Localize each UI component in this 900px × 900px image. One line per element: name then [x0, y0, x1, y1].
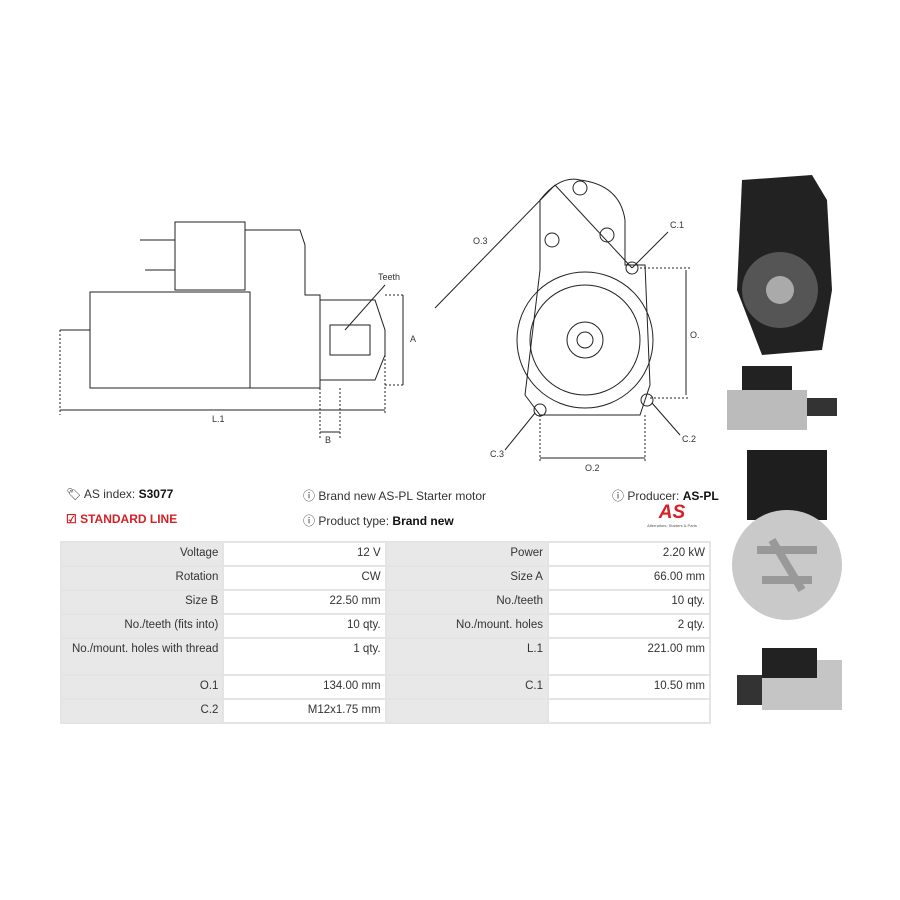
product-photos	[727, 175, 842, 710]
label-a: A	[410, 334, 416, 344]
info-icon: ⓘ	[303, 489, 316, 503]
spec-label: C.1	[384, 674, 549, 700]
as-index: 🏷︎ AS index: S3077	[66, 487, 174, 501]
spec-label: No./teeth (fits into)	[59, 613, 225, 639]
label-o3: O.3	[473, 236, 488, 246]
info-icon: ⓘ	[303, 514, 316, 528]
description: ⓘ Brand new AS-PL Starter motor	[303, 489, 486, 503]
photo-rear-view	[732, 450, 842, 620]
spec-value: M12x1.75 mm	[222, 698, 387, 724]
product-type: ⓘ Product type: Brand new	[303, 514, 454, 528]
spec-value: 22.50 mm	[222, 589, 387, 615]
spec-label: Rotation	[59, 565, 225, 591]
producer: ⓘ Producer: AS-PL	[612, 489, 719, 503]
spec-value: 221.00 mm	[546, 637, 712, 676]
spec-row: No./teeth (fits into)10 qty.No./mount. h…	[59, 613, 712, 639]
spec-label: C.2	[59, 698, 225, 724]
label-b: B	[325, 435, 331, 445]
spec-value: 2 qty.	[546, 613, 712, 639]
spec-label: No./mount. holes with thread	[59, 637, 225, 676]
spec-value: CW	[222, 565, 387, 591]
spec-label: O.1	[59, 674, 225, 700]
standard-line-badge: ☑ STANDARD LINE	[66, 512, 178, 526]
spec-label: No./teeth	[384, 589, 549, 615]
spec-label: L.1	[384, 637, 549, 676]
spec-label: No./mount. holes	[384, 613, 549, 639]
label-teeth: Teeth	[378, 272, 400, 282]
solenoid	[174, 221, 246, 291]
spec-label: Voltage	[59, 541, 225, 567]
label-c3: C.3	[490, 449, 504, 459]
label-l1: L.1	[212, 414, 225, 424]
label-o2: O.2	[585, 463, 600, 473]
technical-drawing: Teeth A B L.1 O.3 C.1 O.1 C.2 C.3 O.2	[59, 178, 700, 473]
spec-value: 10 qty.	[222, 613, 387, 639]
spec-value: 134.00 mm	[222, 674, 387, 700]
spec-value: 2.20 kW	[546, 541, 712, 567]
spec-value: 10.50 mm	[546, 674, 712, 700]
spec-value: 1 qty.	[222, 637, 387, 676]
spec-value: 66.00 mm	[546, 565, 712, 591]
label-o1: O.1	[690, 330, 700, 340]
spec-value: 10 qty.	[546, 589, 712, 615]
motor-body	[89, 291, 251, 389]
spec-label: Power	[384, 541, 549, 567]
info-icon: ⓘ	[612, 489, 625, 503]
photo-side-view	[727, 366, 837, 430]
spec-label: Size B	[59, 589, 225, 615]
checkbox-icon: ☑	[66, 512, 77, 526]
spec-value	[546, 698, 712, 724]
spec-label	[384, 698, 549, 724]
spec-label: Size A	[384, 565, 549, 591]
tag-icon: 🏷︎	[66, 487, 82, 501]
photo-angle-view	[737, 648, 842, 710]
photo-front-view	[737, 175, 832, 355]
spec-value: 12 V	[222, 541, 387, 567]
as-pl-logo: AS Alternators, Starters & Parts	[647, 502, 697, 529]
label-c2: C.2	[682, 434, 696, 444]
label-c1: C.1	[670, 220, 684, 230]
